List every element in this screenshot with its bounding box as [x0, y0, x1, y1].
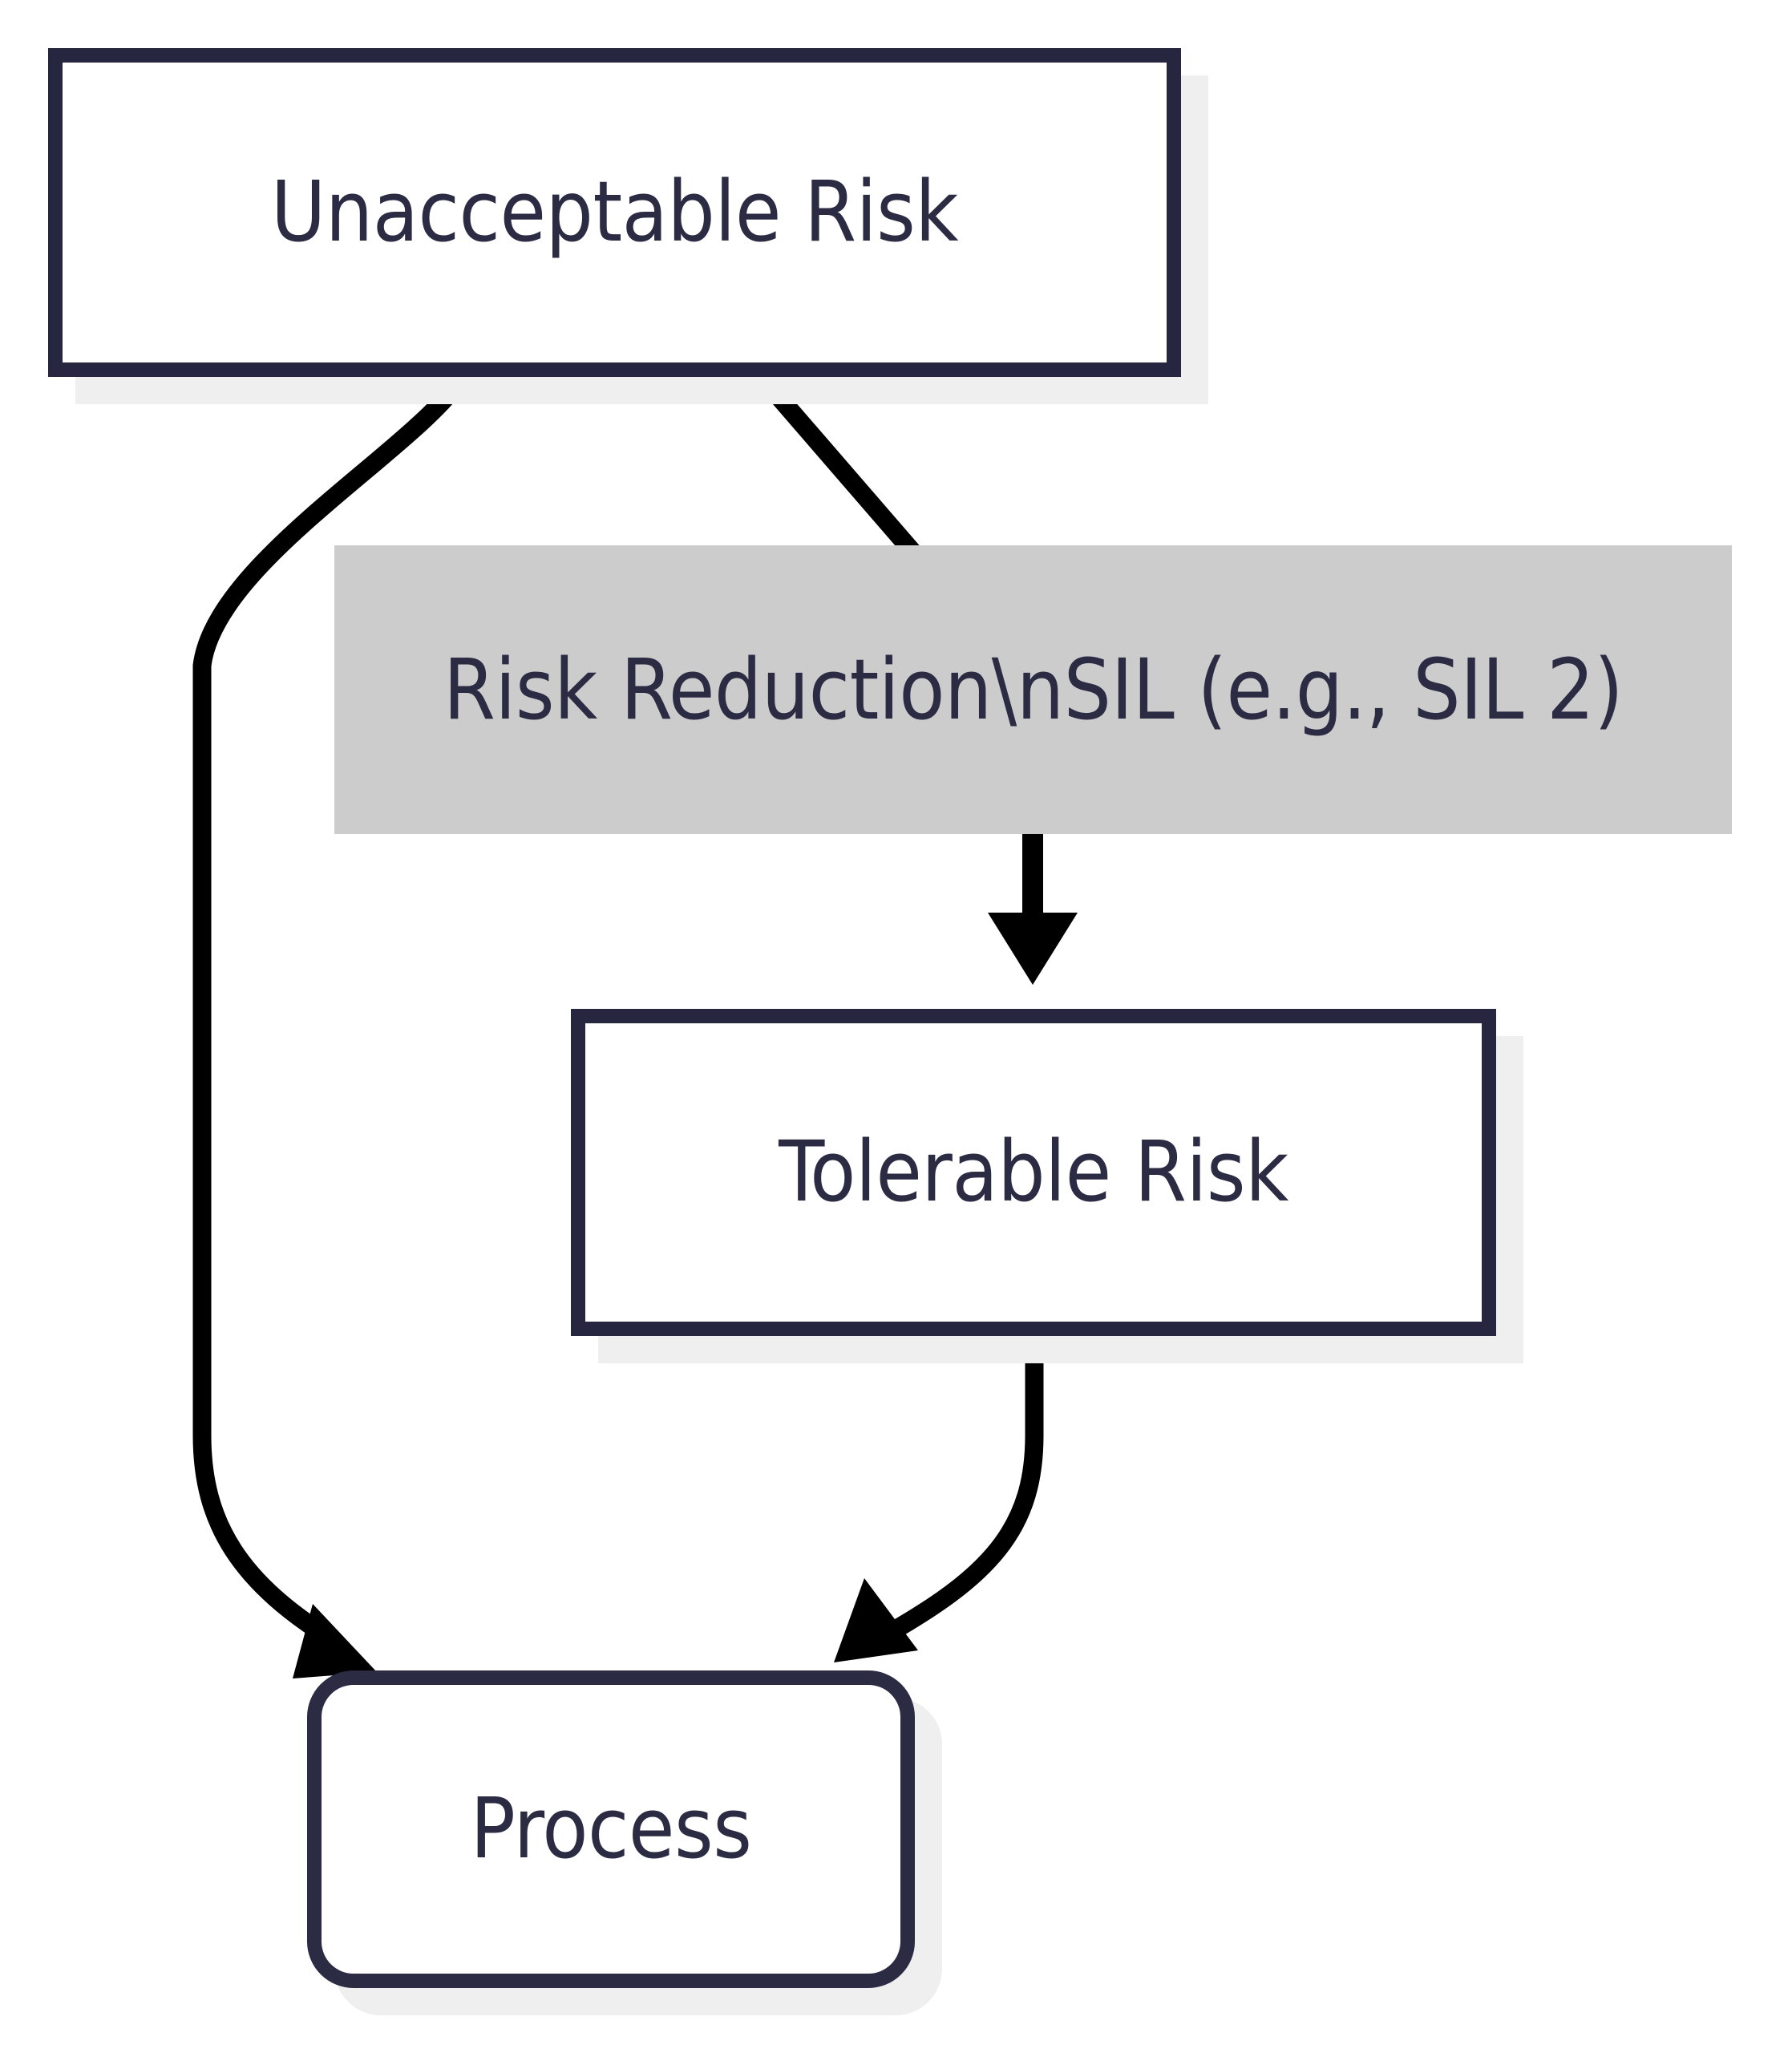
node-unacceptable-risk[interactable]: Unacceptable Risk: [48, 48, 1181, 377]
node-process[interactable]: Process: [307, 1670, 915, 1988]
edge-risk-reduction-to-tolerable: [988, 834, 1078, 985]
edge-tolerable-to-process: [834, 1336, 1044, 1662]
edge-unacceptable-to-risk-reduction: [753, 369, 921, 560]
node-risk-reduction-label: Risk Reduction\nSIL (e.g., SIL 2): [443, 640, 1624, 739]
node-tolerable-risk-label: Tolerable Risk: [779, 1123, 1288, 1221]
node-process-label: Process: [470, 1780, 752, 1878]
node-risk-reduction[interactable]: Risk Reduction\nSIL (e.g., SIL 2): [334, 545, 1732, 834]
node-unacceptable-risk-label: Unacceptable Risk: [270, 163, 959, 261]
node-tolerable-risk[interactable]: Tolerable Risk: [571, 1009, 1496, 1336]
